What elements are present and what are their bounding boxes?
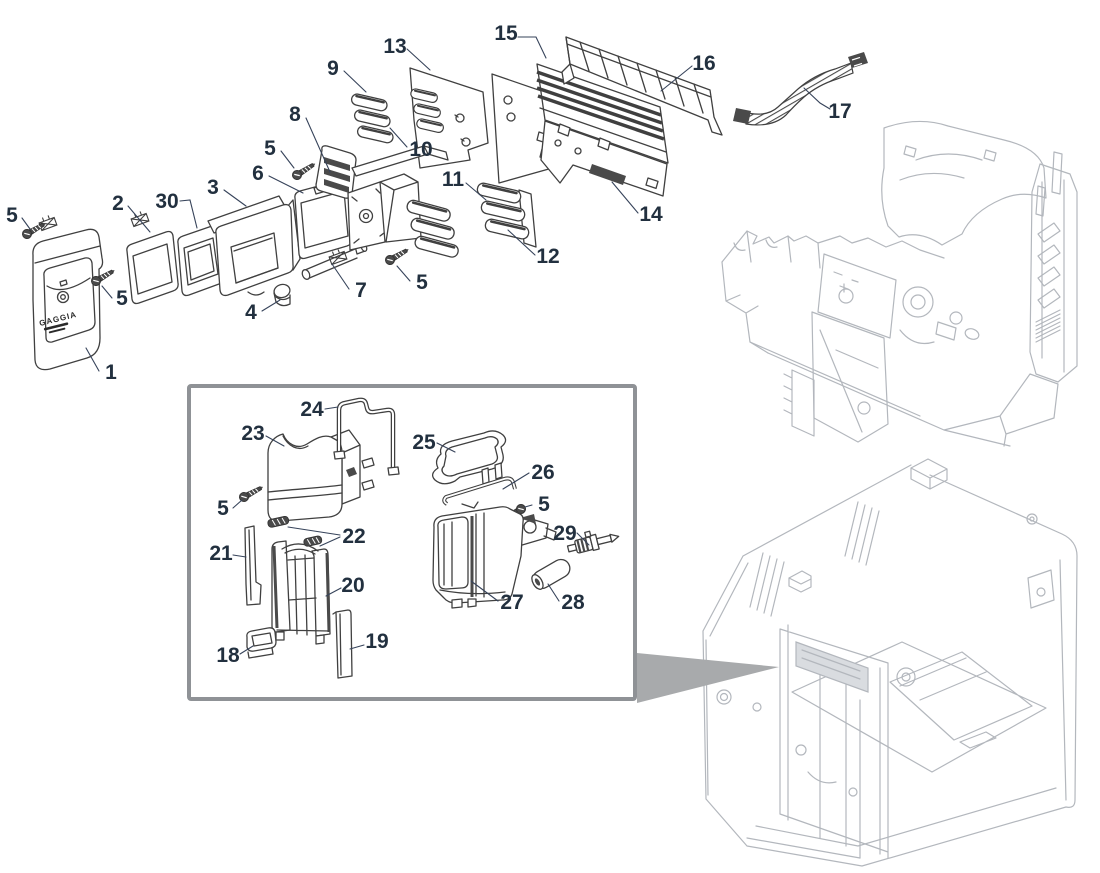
callout-label-5d: 5 bbox=[416, 271, 428, 294]
leader-lines bbox=[21, 36, 831, 655]
callout-label-26: 26 bbox=[531, 461, 554, 484]
part-29-valve bbox=[566, 530, 620, 554]
part-27-brew-container bbox=[432, 506, 557, 609]
callout-label-29: 29 bbox=[553, 522, 576, 545]
part-1-front-housing: GAGGIA bbox=[32, 209, 348, 371]
callout-label-10: 10 bbox=[409, 138, 432, 161]
callout-label-5c: 5 bbox=[264, 137, 276, 160]
part-30-display-frame bbox=[177, 224, 225, 297]
chassis-box-front-view bbox=[702, 458, 1078, 867]
callout-label-27: 27 bbox=[500, 591, 523, 614]
chassis-frame-rear-view bbox=[721, 120, 1078, 447]
callout-label-11: 11 bbox=[442, 168, 465, 191]
callout-label-5a: 5 bbox=[6, 204, 18, 227]
part-13-key-panel bbox=[408, 67, 489, 169]
callout-label-25: 25 bbox=[412, 431, 436, 454]
part-11-key-stack bbox=[474, 180, 537, 248]
callout-label-1: 1 bbox=[105, 361, 117, 384]
callout-label-24: 24 bbox=[300, 398, 324, 421]
part-9-key-stack bbox=[349, 91, 396, 146]
part-24-wire-bail bbox=[333, 397, 400, 476]
callout-label-14: 14 bbox=[639, 203, 663, 226]
part-15-display-pcb bbox=[536, 63, 669, 197]
inset-pointer-wedge bbox=[637, 653, 779, 703]
part-16-rail bbox=[561, 36, 723, 136]
callout-label-2: 2 bbox=[112, 192, 124, 215]
callout-label-13: 13 bbox=[383, 35, 406, 58]
part-2-display-door bbox=[126, 230, 179, 305]
callout-label-22: 22 bbox=[342, 525, 365, 548]
callout-label-5e: 5 bbox=[217, 497, 229, 520]
callout-label-6: 6 bbox=[252, 162, 264, 185]
callout-label-9: 9 bbox=[327, 57, 339, 80]
part-18-tray bbox=[246, 627, 277, 659]
callout-label-16: 16 bbox=[692, 52, 715, 75]
callout-label-12: 12 bbox=[536, 245, 559, 268]
callout-label-20: 20 bbox=[341, 574, 364, 597]
part-25-gasket-frame bbox=[431, 430, 507, 485]
part-17-ribbon-cable bbox=[733, 52, 868, 126]
part-28-roller bbox=[531, 558, 571, 590]
part-22-pins bbox=[267, 515, 323, 547]
callout-label-7: 7 bbox=[355, 279, 367, 302]
part-21-strip bbox=[244, 525, 262, 606]
callout-label-8: 8 bbox=[289, 103, 301, 126]
callout-label-30: 30 bbox=[155, 190, 178, 213]
callout-label-21: 21 bbox=[209, 542, 233, 565]
callout-label-19: 19 bbox=[365, 630, 388, 653]
callout-label-4: 4 bbox=[245, 301, 257, 324]
part-14-connector bbox=[589, 164, 626, 185]
part-gearbox-assembly bbox=[347, 145, 461, 260]
callout-label-3: 3 bbox=[207, 176, 219, 199]
part-26-wire-clip bbox=[442, 476, 517, 509]
callout-label-17: 17 bbox=[828, 100, 851, 123]
callout-label-18: 18 bbox=[216, 644, 240, 667]
callout-label-23: 23 bbox=[241, 422, 264, 445]
callout-label-5b: 5 bbox=[116, 287, 128, 310]
callout-label-28: 28 bbox=[561, 591, 585, 614]
part-3-front-bezel bbox=[207, 195, 301, 297]
callout-label-5f: 5 bbox=[538, 493, 550, 516]
callout-labels: 5 2 30 3 6 5 8 9 13 15 16 17 10 11 14 12… bbox=[6, 22, 852, 667]
callout-label-15: 15 bbox=[494, 22, 518, 45]
part-4-knob bbox=[273, 283, 291, 307]
part-19-strip bbox=[332, 609, 353, 679]
